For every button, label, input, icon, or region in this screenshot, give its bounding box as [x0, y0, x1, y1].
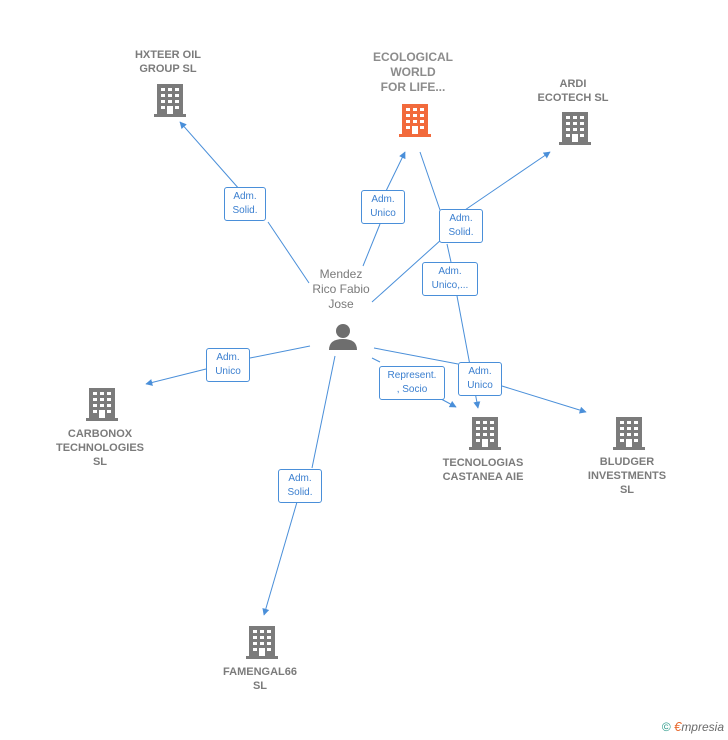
edge-label-hxteer[interactable]: Adm. Solid. [224, 187, 266, 221]
company-label-carbonox[interactable]: CARBONOX TECHNOLOGIES SL [55, 428, 145, 468]
brand-logo-initial: € [674, 719, 682, 734]
building-icon-bludger[interactable] [613, 417, 645, 450]
edge-label-tecnologias-rep[interactable]: Represent. , Socio [379, 366, 445, 400]
company-label-bludger[interactable]: BLUDGER INVESTMENTS SL [587, 456, 667, 496]
edge-person-famengal [264, 355, 336, 615]
company-label-famengal[interactable]: FAMENGAL66 SL [223, 666, 297, 692]
edge-label-ecological-tecnologias[interactable]: Adm. Unico,... [422, 262, 478, 296]
edge-label-ecological[interactable]: Adm. Unico [361, 190, 405, 224]
edges [146, 122, 586, 615]
person-icon[interactable] [329, 324, 357, 350]
building-icon-famengal[interactable] [246, 626, 278, 659]
edge-label-famengal[interactable]: Adm. Solid. [278, 469, 322, 503]
company-label-tecnologias[interactable]: TECNOLOGIAS CASTANEA AIE [442, 457, 524, 483]
edge-person-ecological [362, 152, 405, 267]
building-icon-tecnologias[interactable] [469, 417, 501, 450]
copyright-icon: © [661, 720, 671, 734]
edge-label-carbonox[interactable]: Adm. Unico [206, 348, 250, 382]
edge-person-bludger [373, 347, 586, 412]
edge-person-carbonox [146, 345, 311, 384]
company-label-ecological[interactable]: ECOLOGICAL WORLD FOR LIFE... [373, 50, 453, 94]
person-label[interactable]: Mendez Rico Fabio Jose [312, 267, 370, 311]
edge-person-hxteer [180, 122, 310, 284]
edge-person-ardi [371, 152, 550, 303]
building-icon-ardi[interactable] [559, 112, 591, 145]
building-icon-hxteer[interactable] [154, 84, 186, 117]
building-icon-carbonox[interactable] [86, 388, 118, 421]
company-label-ardi[interactable]: ARDI ECOTECH SL [537, 78, 609, 104]
edge-label-tecnologias-adm[interactable]: Adm. Unico [458, 362, 502, 396]
company-label-hxteer[interactable]: HXTEER OIL GROUP SL [134, 49, 202, 75]
brand-logo-text: mpresia [681, 720, 724, 734]
building-icon-ecological[interactable] [399, 104, 431, 137]
edge-label-ardi[interactable]: Adm. Solid. [439, 209, 483, 243]
footer-brand: © €mpresia [662, 719, 724, 734]
